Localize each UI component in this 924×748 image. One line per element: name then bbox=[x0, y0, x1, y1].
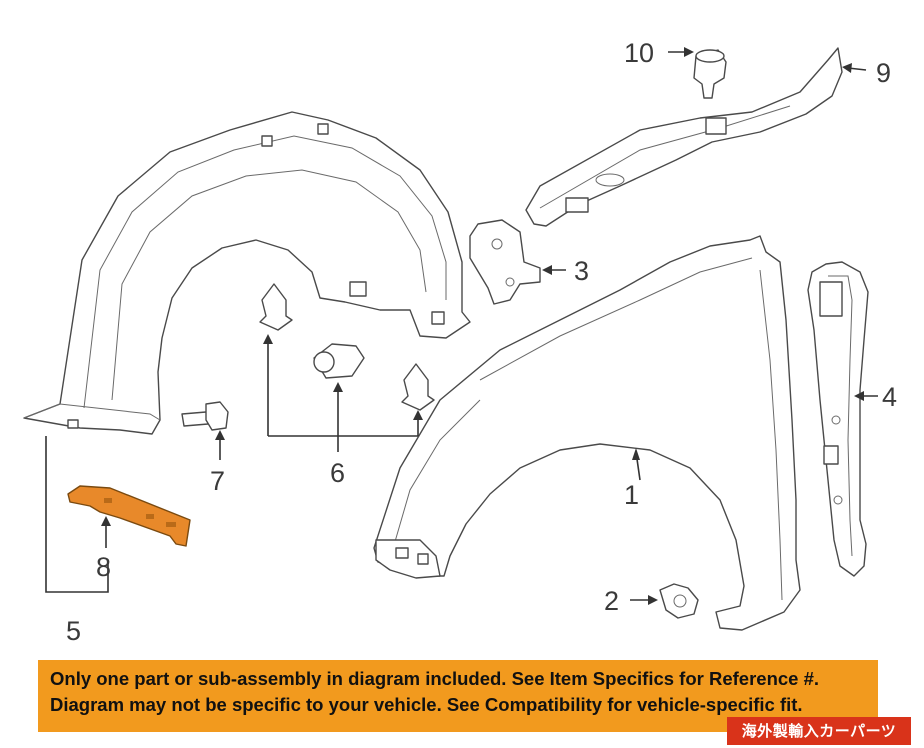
callout-2: 2 bbox=[604, 586, 619, 616]
callout-10: 10 bbox=[624, 38, 654, 68]
part-2-bolt bbox=[659, 583, 699, 619]
callout-1: 1 bbox=[624, 480, 639, 510]
callout-4: 4 bbox=[882, 382, 897, 412]
part-5-fender-liner bbox=[23, 111, 471, 435]
callout-3: 3 bbox=[574, 256, 589, 286]
part-7-bolt bbox=[181, 401, 229, 431]
notice-line-1: Only one part or sub-assembly in diagram… bbox=[50, 668, 820, 689]
part-1-fender bbox=[373, 235, 801, 631]
watermark-badge: 海外製輸入カーパーツ bbox=[727, 717, 911, 745]
part-10-clip bbox=[693, 49, 727, 99]
part-6-clips bbox=[259, 283, 435, 411]
part-9-upper-rail bbox=[525, 47, 843, 227]
part-4-side-bracket bbox=[807, 261, 869, 577]
part-3-bracket bbox=[469, 219, 541, 305]
callout-5: 5 bbox=[66, 616, 81, 646]
callout-labels: 1 2 3 4 5 6 7 8 9 10 bbox=[66, 38, 897, 646]
leader-lines bbox=[45, 47, 878, 605]
callout-6: 6 bbox=[330, 458, 345, 488]
callout-8: 8 bbox=[96, 552, 111, 582]
part-8-bracket bbox=[67, 485, 191, 547]
callout-9: 9 bbox=[876, 58, 891, 88]
callout-7: 7 bbox=[210, 466, 225, 496]
notice-line-2: Diagram may not be specific to your vehi… bbox=[50, 694, 803, 715]
